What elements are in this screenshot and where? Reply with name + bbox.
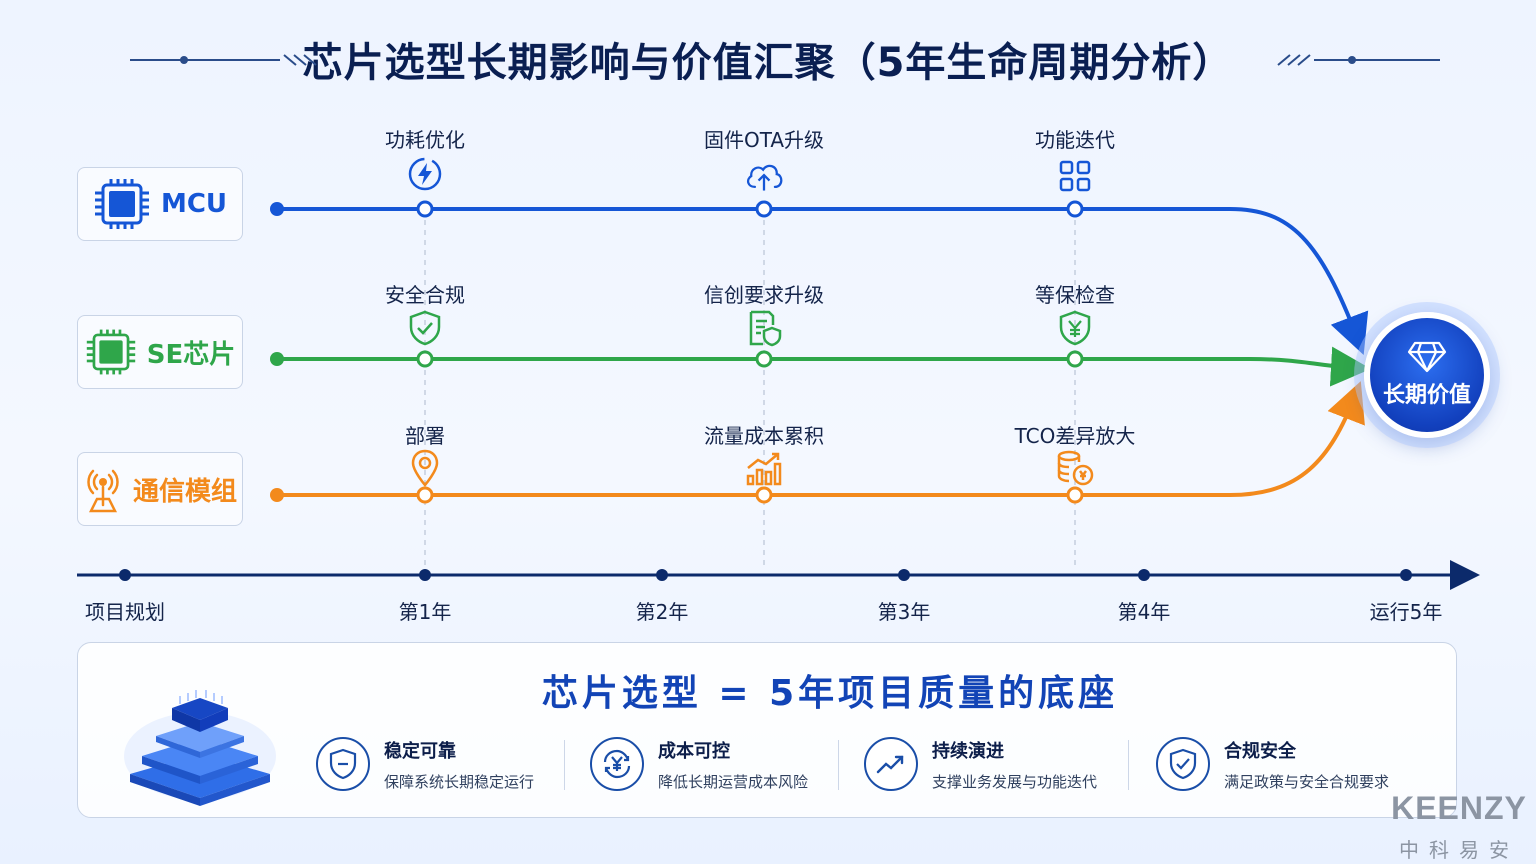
feature-title: 持续演进 bbox=[932, 740, 1004, 762]
milestone-label-traffic-cost: 流量成本累积 bbox=[704, 424, 824, 448]
lightning-icon bbox=[405, 154, 445, 194]
title-deco-dot-right bbox=[1348, 56, 1356, 64]
feature-cost-control: 成本可控 降低长期运营成本风险 bbox=[590, 732, 808, 796]
feature-divider bbox=[564, 740, 565, 790]
timeline-ticks bbox=[119, 569, 1412, 581]
cloud-upload-icon bbox=[744, 156, 784, 196]
feature-title: 稳定可靠 bbox=[384, 740, 456, 762]
timeline-label-planning: 项目规划 bbox=[85, 600, 165, 624]
hub-label: 长期价值 bbox=[1382, 383, 1471, 408]
milestone-label-feature-iteration: 功能迭代 bbox=[1035, 128, 1115, 152]
feature-stability: 稳定可靠 保障系统长期稳定运行 bbox=[316, 732, 534, 796]
milestone-guides bbox=[424, 220, 1076, 565]
se-flow-line bbox=[277, 346, 1371, 387]
antenna-icon bbox=[87, 469, 119, 513]
title-deco-line-right bbox=[1314, 59, 1440, 61]
timeline-label-year-2: 第2年 bbox=[635, 600, 689, 624]
milestone-label-xinchuang-upgrade: 信创要求升级 bbox=[704, 283, 824, 307]
milestone-label-security-compliance: 安全合规 bbox=[385, 283, 465, 307]
milestone-label-firmware-ota: 固件OTA升级 bbox=[703, 128, 825, 152]
feature-compliance-security: 合规安全 满足政策与安全合规要求 bbox=[1156, 732, 1389, 796]
title-deco-line-left bbox=[130, 59, 280, 61]
title-deco-stripes-right bbox=[1277, 54, 1311, 66]
diamond-icon bbox=[1407, 341, 1447, 373]
grid-icon bbox=[1055, 156, 1095, 196]
row-label-mcu: MCU bbox=[160, 189, 228, 219]
timeline-label-year-3: 第3年 bbox=[877, 600, 931, 624]
mcu-flow-line bbox=[277, 207, 1369, 355]
page-title: 芯片选型长期影响与价值汇聚（5年生命周期分析） bbox=[302, 40, 1234, 86]
mcu-milestone-nodes bbox=[416, 200, 1084, 218]
row-card-se: SE芯片 bbox=[77, 315, 243, 389]
brand-logo-text: KEENZY bbox=[1391, 790, 1527, 826]
yuan-cycle-icon bbox=[590, 737, 644, 791]
shield-minus-icon bbox=[316, 737, 370, 791]
shield-check-icon bbox=[1156, 737, 1210, 791]
feature-title: 成本可控 bbox=[658, 740, 730, 762]
milestone-label-deployment: 部署 bbox=[405, 424, 445, 448]
title-deco-stripes-left bbox=[283, 54, 317, 66]
feature-divider bbox=[1128, 740, 1129, 790]
milestone-label-tco-gap: TCO差异放大 bbox=[1014, 424, 1136, 448]
row-label-comm: 通信模组 bbox=[132, 476, 237, 507]
row-card-comm: 通信模组 bbox=[77, 452, 243, 526]
summary-title: 芯片选型 = 5年项目质量的底座 bbox=[541, 673, 1119, 714]
long-term-value-hub: 长期价值 bbox=[1364, 312, 1490, 438]
shield-check-icon bbox=[405, 308, 445, 348]
row-label-se: SE芯片 bbox=[146, 339, 236, 370]
feature-title: 合规安全 bbox=[1224, 740, 1296, 762]
timeline-label-year-5: 运行5年 bbox=[1369, 600, 1443, 624]
se-milestone-nodes bbox=[416, 350, 1084, 368]
brand-logo-text-cn: 中科易安 bbox=[1399, 838, 1519, 862]
comm-start-dot bbox=[270, 488, 284, 502]
chip-stack-icon bbox=[124, 690, 276, 806]
milestone-label-mlps-inspection: 等保检查 bbox=[1035, 283, 1115, 307]
comm-flow-line bbox=[277, 381, 1365, 497]
timeline-label-year-4: 第4年 bbox=[1117, 600, 1171, 624]
feature-continuous-evolution: 持续演进 支撑业务发展与功能迭代 bbox=[864, 732, 1097, 796]
row-card-mcu: MCU bbox=[77, 167, 243, 241]
feature-divider bbox=[838, 740, 839, 790]
trend-up-icon bbox=[864, 737, 918, 791]
title-deco-dot-left bbox=[180, 56, 188, 64]
feature-desc: 支撑业务发展与功能迭代 bbox=[932, 772, 1098, 791]
location-pin-icon bbox=[405, 448, 445, 488]
comm-milestone-nodes bbox=[416, 486, 1084, 504]
coins-icon bbox=[1055, 448, 1095, 488]
feature-desc: 满足政策与安全合规要求 bbox=[1224, 772, 1390, 791]
chip-icon bbox=[86, 329, 135, 375]
feature-desc: 保障系统长期稳定运行 bbox=[384, 772, 535, 791]
milestone-label-power-optimization: 功耗优化 bbox=[385, 128, 465, 152]
summary-card bbox=[77, 642, 1457, 818]
mcu-start-dot bbox=[270, 202, 284, 216]
se-start-dot bbox=[270, 352, 284, 366]
document-shield-icon bbox=[744, 308, 784, 348]
chip-icon bbox=[94, 179, 149, 229]
bar-growth-icon bbox=[744, 448, 784, 488]
shield-yuan-icon bbox=[1055, 308, 1095, 348]
timeline-label-year-1: 第1年 bbox=[398, 600, 452, 624]
feature-desc: 降低长期运营成本风险 bbox=[658, 772, 809, 791]
